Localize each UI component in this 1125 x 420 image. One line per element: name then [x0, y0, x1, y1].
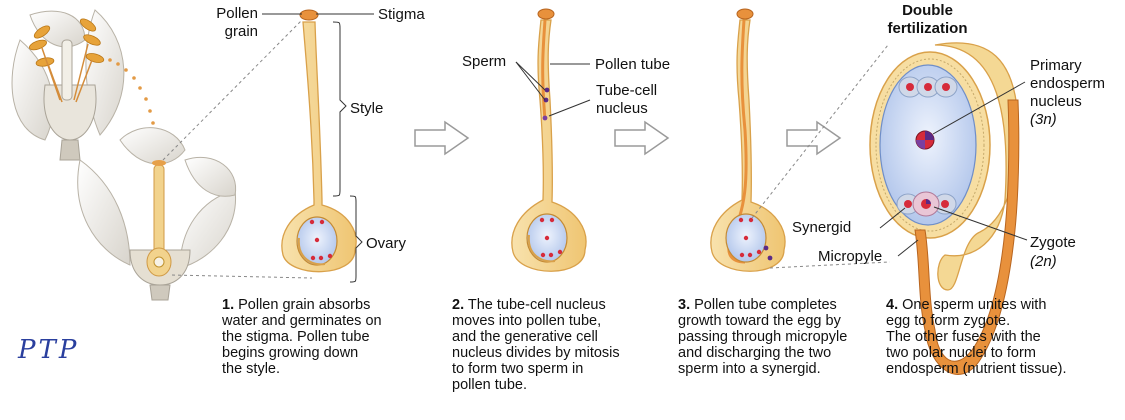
label-pollen-tube: Pollen tube — [595, 56, 671, 73]
label-primary-endosperm-nucleus: Primary endosperm nucleus — [1030, 57, 1106, 110]
step-3-number: 3. — [678, 297, 691, 313]
arrow-2 — [614, 120, 670, 156]
label-double-fertilization: Double fertilization — [887, 2, 968, 37]
step-3-text: Pollen tube completes growth toward the … — [678, 297, 848, 377]
step-1-number: 1. — [222, 297, 235, 313]
zoom-lines-1 — [162, 19, 313, 279]
signature-ptp: PTP — [18, 335, 80, 365]
step-4-number: 4. — [886, 297, 899, 313]
arrow-3 — [786, 120, 842, 156]
label-tube-cell-nucleus: Tube-cell nucleus — [596, 82, 658, 117]
label-style: Style — [350, 100, 384, 117]
label-sperm: Sperm — [462, 53, 507, 70]
label-pollen-grain: Pollen grain — [216, 5, 258, 40]
step-2-text: The tube-cell nucleus moves into pollen … — [452, 297, 620, 393]
step-1-text: Pollen grain absorbs water and germinate… — [222, 297, 382, 377]
label-zygote: Zygote — [1030, 234, 1076, 251]
leaders-stage-1 — [262, 13, 374, 283]
label-zygote-ploidy: (2n) — [1030, 253, 1057, 270]
label-stigma: Stigma — [378, 6, 425, 23]
pistil-stage-2 — [511, 8, 587, 272]
step-2-caption: 2. The tube-cell nucleus moves into poll… — [452, 297, 667, 393]
pistil-stage-1 — [281, 9, 357, 273]
label-micropyle: Micropyle — [818, 248, 883, 265]
ovule-double-fertilization — [869, 42, 1020, 375]
step-4-caption: 4. One sperm unites with egg to form zyg… — [886, 297, 1121, 377]
leaders-stage-4 — [879, 81, 1028, 257]
leaders-stage-2 — [515, 61, 591, 117]
flower-bottom-illustration — [77, 127, 237, 301]
step-2-number: 2. — [452, 297, 465, 313]
step-1-caption: 1. Pollen grain absorbs water and germin… — [222, 297, 437, 377]
flower-top-illustration — [11, 9, 125, 161]
arrow-1 — [414, 120, 470, 156]
step-3-caption: 3. Pollen tube completes growth toward t… — [678, 297, 893, 377]
step-4-text: One sperm unites with egg to form zygote… — [886, 297, 1067, 377]
label-primary-endosperm-ploidy: (3n) — [1030, 111, 1057, 128]
zoom-lines-3 — [751, 44, 891, 269]
label-synergid: Synergid — [792, 219, 852, 236]
label-ovary: Ovary — [366, 235, 407, 252]
pistil-stage-3 — [710, 8, 786, 272]
